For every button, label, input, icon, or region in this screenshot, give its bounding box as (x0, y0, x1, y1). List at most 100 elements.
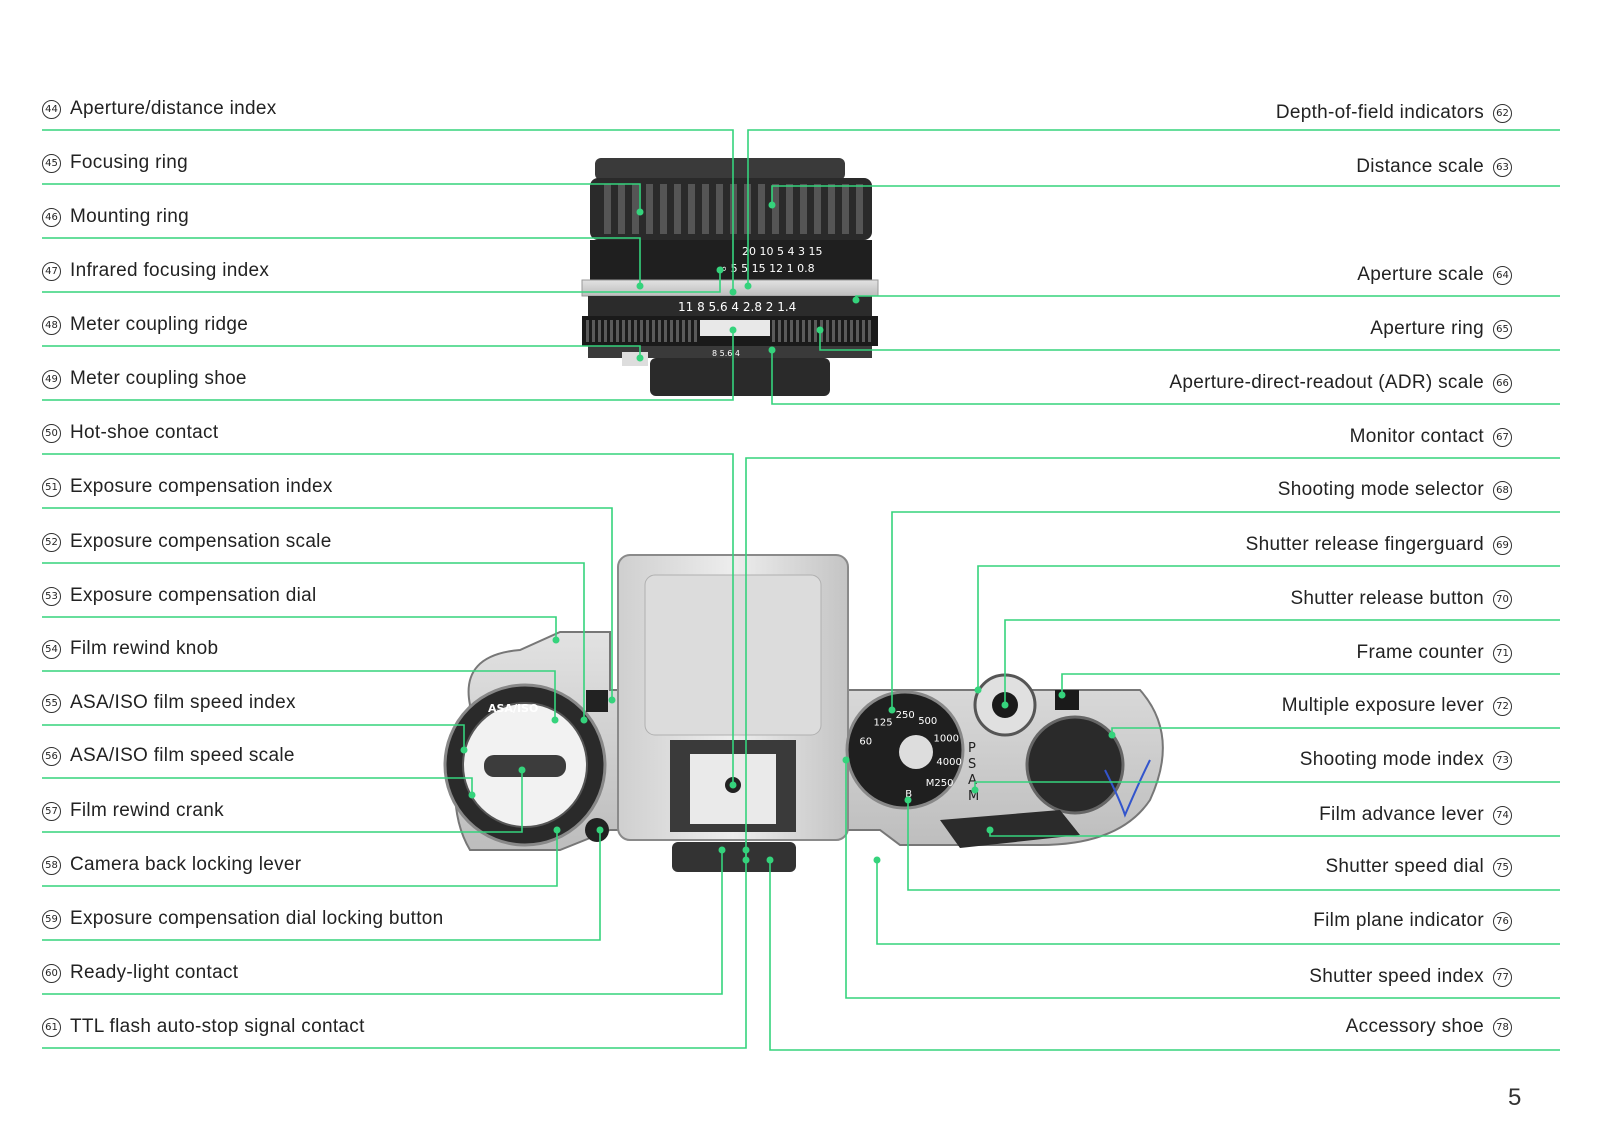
callout-text: Shooting mode index (1299, 749, 1484, 770)
callout-number: 52 (42, 532, 61, 552)
leader-dot (742, 856, 750, 864)
focusing-rib (856, 184, 863, 234)
leader-dot (729, 288, 737, 296)
callout-number: 61 (42, 1017, 61, 1037)
knurl-tooth (856, 320, 859, 342)
callout-text: Exposure compensation dial (70, 585, 317, 606)
leader-line (747, 129, 1560, 286)
leader-line (42, 830, 601, 941)
callout-number: 48 (42, 315, 61, 335)
leader-line (876, 860, 1560, 945)
callout-number: 68 (1493, 480, 1512, 500)
callout-right-8: Shutter release button 70 (1290, 588, 1512, 610)
leader-dot (816, 326, 824, 334)
rewind-crank-shape (484, 755, 566, 777)
leader-dot (852, 296, 860, 304)
leader-line (42, 183, 641, 212)
callout-text: Infrared focusing index (70, 260, 270, 281)
page-number: 5 (1508, 1084, 1522, 1111)
focusing-rib (646, 184, 653, 234)
callout-text: Film advance lever (1319, 804, 1484, 825)
lens-front-rim (595, 158, 845, 180)
shooting-mode-letter: S (968, 757, 976, 772)
callout-number: 54 (42, 639, 61, 659)
distance-scale-bottom-text: ∞ 5 5 15 12 1 0.8 (718, 262, 815, 275)
callout-text: Shutter release fingerguard (1245, 534, 1484, 555)
callout-text: Shutter release button (1290, 588, 1484, 609)
leader-dot (580, 716, 588, 724)
callout-number: 63 (1493, 157, 1512, 177)
callout-number: 70 (1493, 589, 1512, 609)
leader-dot (974, 686, 982, 694)
callout-number: 62 (1493, 103, 1512, 123)
knurl-tooth (814, 320, 817, 342)
knurl-tooth (796, 320, 799, 342)
distance-scale-top-text: 20 10 5 4 3 15 (742, 245, 822, 258)
knurl-tooth (658, 320, 661, 342)
callout-number: 64 (1493, 265, 1512, 285)
leader-line (977, 565, 1560, 690)
leader-dot (460, 746, 468, 754)
knurl-tooth (790, 320, 793, 342)
knurl-tooth (694, 320, 697, 342)
knurl-tooth (610, 320, 613, 342)
shutter-speed-value: M250 (926, 778, 954, 789)
leader-line (42, 830, 558, 887)
callout-text: ASA/ISO film speed scale (70, 745, 295, 766)
knurl-tooth (682, 320, 685, 342)
leader-dot (552, 636, 560, 644)
callout-text: Film rewind crank (70, 800, 224, 821)
callout-right-7: Shutter release fingerguard 69 (1246, 534, 1512, 556)
leader-dot (744, 282, 752, 290)
leader-line (907, 800, 1560, 891)
leader-line (42, 345, 641, 358)
callout-text: Exposure compensation scale (70, 531, 332, 552)
leader-line (845, 760, 1560, 999)
knurl-tooth (850, 320, 853, 342)
leader-line (769, 860, 1560, 1051)
callout-text: Shooting mode selector (1277, 479, 1484, 500)
knurl-tooth (652, 320, 655, 342)
knurl-tooth (868, 320, 871, 342)
leader-line (771, 185, 1560, 205)
shutter-speed-value: 1000 (934, 734, 959, 745)
callout-text: Aperture/distance index (70, 98, 277, 119)
adr-scale-text: 8 5.6 4 (712, 349, 740, 358)
leader-dot (636, 208, 644, 216)
leader-line (745, 457, 1560, 860)
callout-number: 65 (1493, 319, 1512, 339)
focusing-rib (842, 184, 849, 234)
leader-dot (596, 826, 604, 834)
leader-dot (971, 786, 979, 794)
callout-text: Exposure compensation index (70, 476, 333, 497)
shutter-speed-value: 4000 (936, 757, 961, 768)
knurl-tooth (592, 320, 595, 342)
leader-line (891, 511, 1560, 710)
frame-counter-shape (1055, 690, 1079, 710)
knurl-tooth (634, 320, 637, 342)
knurl-tooth (844, 320, 847, 342)
shutter-speed-value: B (905, 789, 912, 800)
callout-number: 77 (1493, 967, 1512, 987)
callout-number: 69 (1493, 535, 1512, 555)
leader-line (42, 237, 641, 286)
shutter-speed-value: 250 (896, 710, 915, 721)
callout-number: 49 (42, 369, 61, 389)
leader-line (42, 330, 734, 401)
leader-dot (768, 201, 776, 209)
leader-line (771, 350, 1560, 405)
